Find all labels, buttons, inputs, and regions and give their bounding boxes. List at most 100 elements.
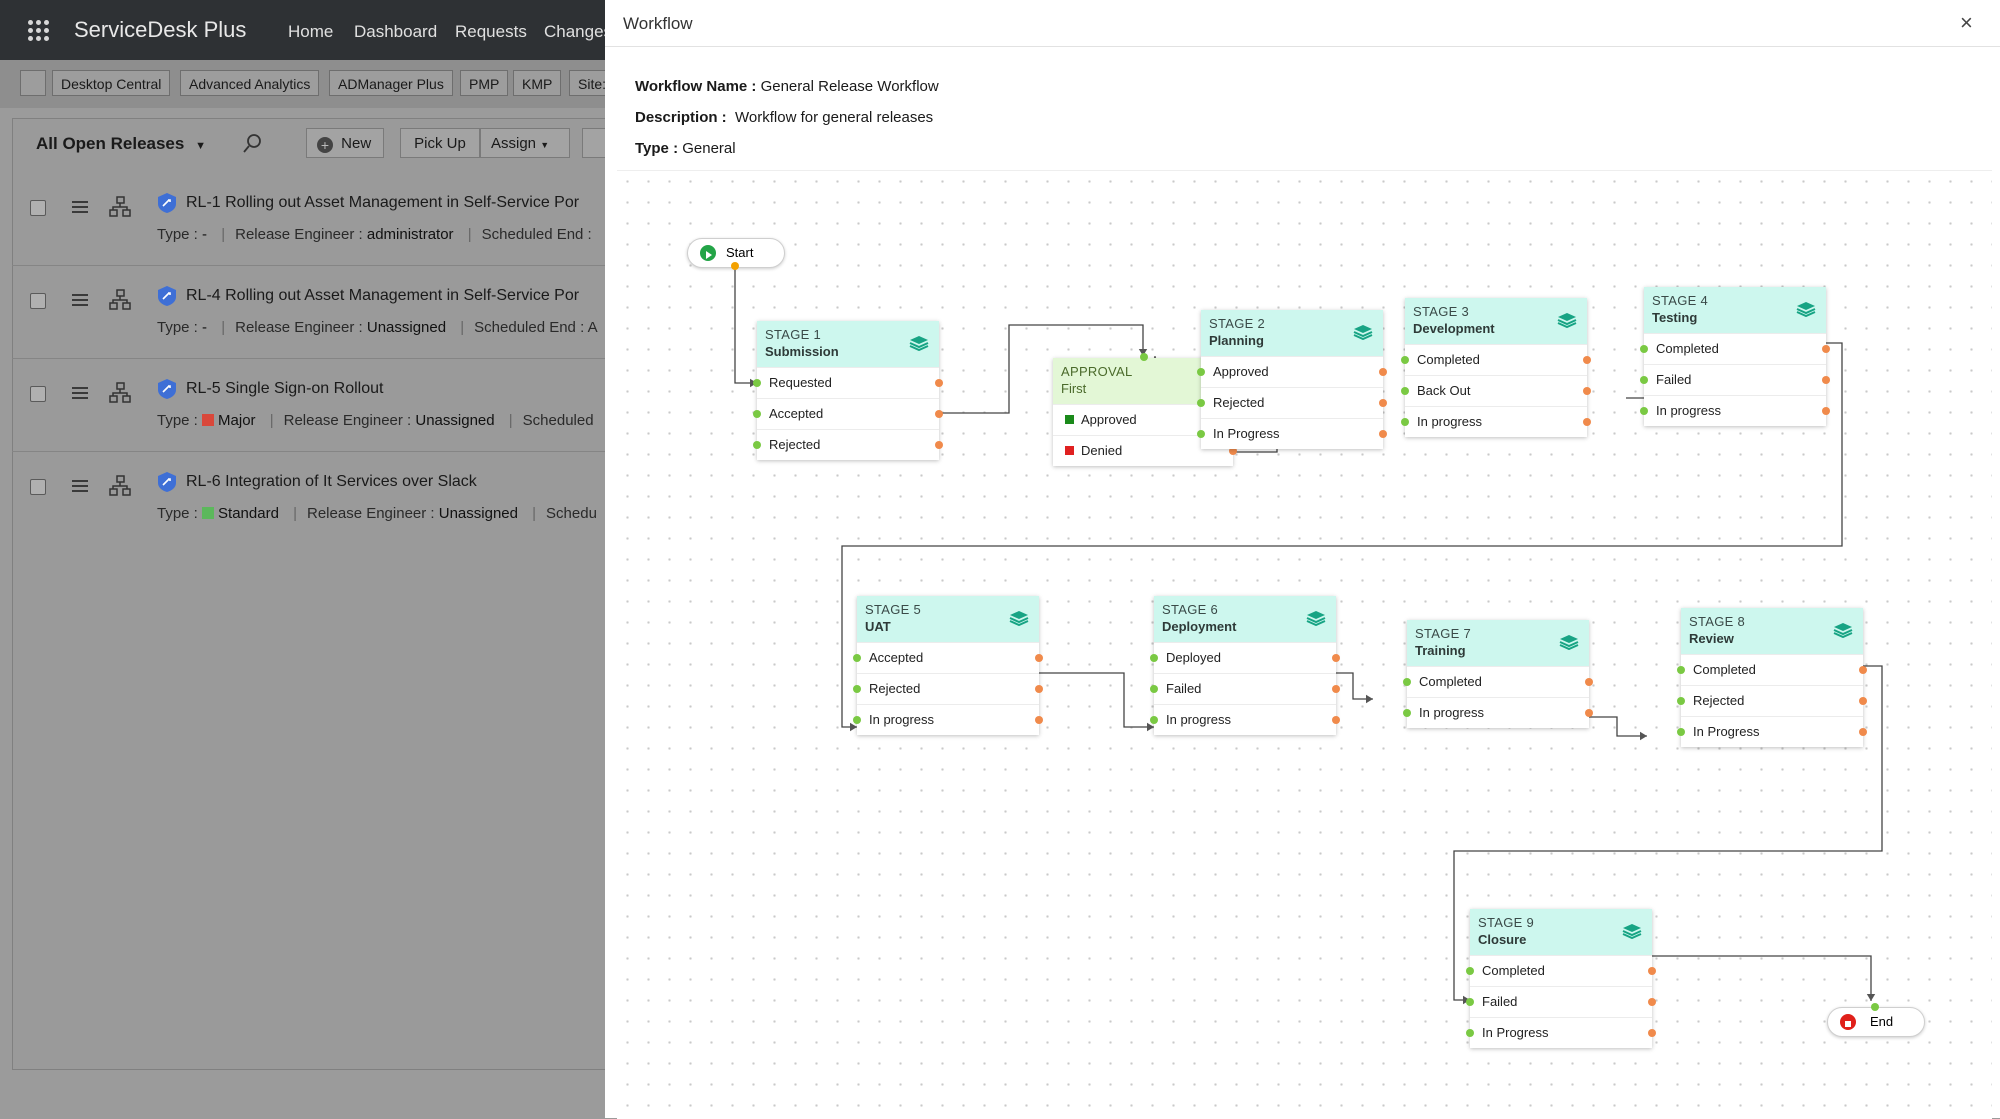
list-view-selector[interactable]: All Open Releases ▼ — [36, 134, 206, 153]
status-in-port[interactable] — [1197, 368, 1205, 376]
stage-status[interactable]: In Progress — [1466, 1017, 1656, 1048]
status-out-port[interactable] — [1648, 1029, 1656, 1037]
pickup-button[interactable]: Pick Up — [400, 128, 480, 158]
toolbar-advanced-analytics[interactable]: Advanced Analytics — [180, 70, 320, 96]
status-in-port[interactable] — [1150, 685, 1158, 693]
stage-status[interactable]: In progress — [1401, 406, 1591, 437]
add-integration-icon[interactable] — [20, 70, 46, 96]
status-out-port[interactable] — [1332, 685, 1340, 693]
assign-button[interactable]: Assign ▼ — [480, 128, 570, 158]
stage-status[interactable]: Back Out — [1401, 375, 1591, 406]
stage-status[interactable]: Completed — [1640, 333, 1830, 364]
status-in-port[interactable] — [1466, 1029, 1474, 1037]
stage-status[interactable]: Completed — [1401, 344, 1591, 375]
stage-status[interactable]: In Progress — [1197, 418, 1387, 449]
status-out-port[interactable] — [1822, 345, 1830, 353]
stage-status[interactable]: In progress — [1640, 395, 1830, 426]
status-in-port[interactable] — [1677, 666, 1685, 674]
status-out-port[interactable] — [1379, 399, 1387, 407]
app-grid-icon[interactable] — [28, 20, 50, 42]
nav-requests[interactable]: Requests — [455, 22, 527, 41]
menu-icon[interactable] — [72, 294, 88, 306]
status-in-port[interactable] — [1466, 967, 1474, 975]
menu-icon[interactable] — [72, 201, 88, 213]
menu-icon[interactable] — [72, 480, 88, 492]
toolbar-admanager-plus[interactable]: ADManager Plus — [329, 70, 453, 96]
status-out-port[interactable] — [935, 441, 943, 449]
stage-status[interactable]: Requested — [753, 367, 943, 398]
status-out-port[interactable] — [1035, 716, 1043, 724]
status-in-port[interactable] — [1403, 678, 1411, 686]
status-out-port[interactable] — [935, 379, 943, 387]
status-in-port[interactable] — [1677, 728, 1685, 736]
end-port[interactable] — [1871, 1003, 1879, 1011]
stage-status[interactable]: In progress — [1150, 704, 1340, 735]
stage-status[interactable]: Accepted — [753, 398, 943, 429]
row-checkbox[interactable] — [30, 293, 46, 309]
status-out-port[interactable] — [935, 410, 943, 418]
stage-status[interactable]: Deployed — [1150, 642, 1340, 673]
status-in-port[interactable] — [1640, 376, 1648, 384]
status-in-port[interactable] — [1640, 345, 1648, 353]
release-title[interactable]: RL-1 Rolling out Asset Management in Sel… — [186, 194, 580, 211]
status-out-port[interactable] — [1332, 716, 1340, 724]
status-in-port[interactable] — [1466, 998, 1474, 1006]
hierarchy-icon[interactable] — [108, 196, 132, 218]
hierarchy-icon[interactable] — [108, 289, 132, 311]
status-out-port[interactable] — [1332, 654, 1340, 662]
workflow-start-node[interactable]: Start — [687, 238, 785, 268]
release-title[interactable]: RL-6 Integration of It Services over Sla… — [186, 473, 477, 490]
new-button[interactable]: + New — [306, 128, 384, 158]
status-out-port[interactable] — [1379, 430, 1387, 438]
close-icon[interactable]: × — [1960, 10, 1973, 35]
status-in-port[interactable] — [1150, 716, 1158, 724]
status-out-port[interactable] — [1379, 368, 1387, 376]
row-checkbox[interactable] — [30, 479, 46, 495]
stage-status[interactable]: Completed — [1466, 955, 1656, 986]
status-out-port[interactable] — [1648, 967, 1656, 975]
status-in-port[interactable] — [1677, 697, 1685, 705]
nav-home[interactable]: Home — [288, 22, 334, 41]
status-in-port[interactable] — [1401, 356, 1409, 364]
hierarchy-icon[interactable] — [108, 382, 132, 404]
status-in-port[interactable] — [753, 379, 761, 387]
stage-status[interactable]: Rejected — [1677, 685, 1867, 716]
stage-status[interactable]: Failed — [1640, 364, 1830, 395]
status-in-port[interactable] — [1403, 709, 1411, 717]
toolbar-kmp[interactable]: KMP — [513, 70, 562, 96]
status-out-port[interactable] — [1035, 654, 1043, 662]
menu-icon[interactable] — [72, 387, 88, 399]
status-in-port[interactable] — [853, 716, 861, 724]
stage-status[interactable]: Failed — [1150, 673, 1340, 704]
start-port[interactable] — [731, 262, 739, 270]
stage-status[interactable]: Accepted — [853, 642, 1043, 673]
status-out-port[interactable] — [1585, 678, 1593, 686]
stage-status[interactable]: Completed — [1677, 654, 1867, 685]
row-checkbox[interactable] — [30, 200, 46, 216]
stage-status[interactable]: Failed — [1466, 986, 1656, 1017]
approval-status[interactable]: Denied — [1053, 435, 1237, 466]
toolbar-desktop-central[interactable]: Desktop Central — [52, 70, 171, 96]
status-out-port[interactable] — [1229, 447, 1237, 455]
status-out-port[interactable] — [1583, 387, 1591, 395]
status-out-port[interactable] — [1035, 685, 1043, 693]
hierarchy-icon[interactable] — [108, 475, 132, 497]
status-in-port[interactable] — [853, 685, 861, 693]
toolbar-pmp[interactable]: PMP — [460, 70, 509, 96]
row-checkbox[interactable] — [30, 386, 46, 402]
stage-status[interactable]: Approved — [1197, 356, 1387, 387]
status-in-port[interactable] — [1197, 430, 1205, 438]
status-out-port[interactable] — [1859, 728, 1867, 736]
stage-status[interactable]: In progress — [853, 704, 1043, 735]
stage-status[interactable]: Rejected — [753, 429, 943, 460]
nav-dashboard[interactable]: Dashboard — [354, 22, 438, 41]
status-in-port[interactable] — [753, 441, 761, 449]
status-in-port[interactable] — [1150, 654, 1158, 662]
status-out-port[interactable] — [1822, 376, 1830, 384]
